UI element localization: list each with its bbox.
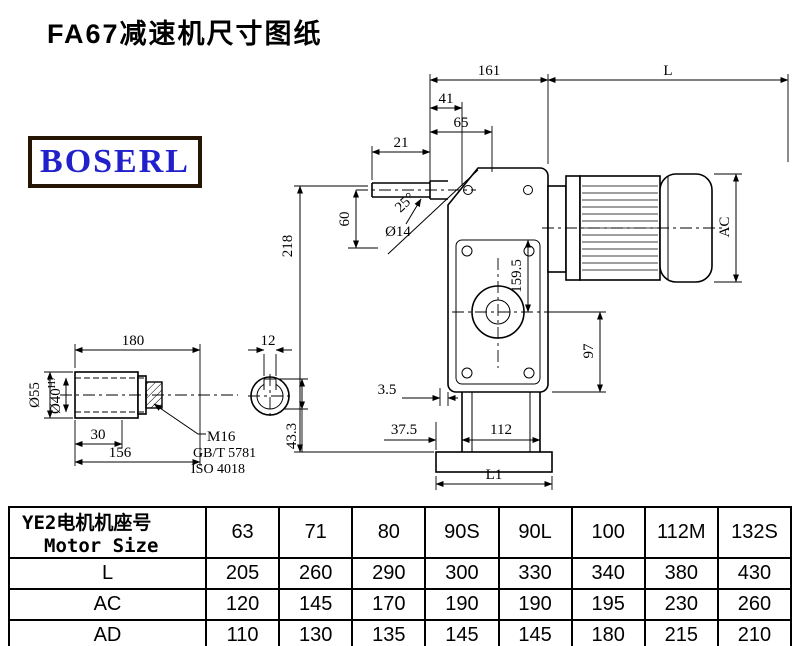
- dim-41-label: 41: [439, 91, 454, 107]
- dimension-drawing: 161 L 41 65 21 60 Ø14: [27, 63, 789, 490]
- dimension-table: YE2电机机座号 Motor Size 63 71 80 90S 90L 100…: [8, 506, 793, 646]
- table-cell: 260: [278, 557, 354, 590]
- table-cell: 260: [716, 588, 793, 621]
- table-cell: 130: [278, 619, 354, 646]
- table-cell: 145: [497, 619, 573, 646]
- dim-30-label: 30: [91, 427, 106, 443]
- table-row-L: L 205 260 290 300 330 340 380 430: [8, 557, 793, 590]
- table-cell: 430: [716, 557, 793, 590]
- table-cell: 110: [204, 619, 281, 646]
- dim-L1-label: L1: [486, 467, 503, 483]
- dim-AC-label: AC: [717, 217, 733, 238]
- row-label-AC: AC: [8, 588, 207, 621]
- shaft-section-view: [248, 374, 292, 418]
- dim-218-label: 218: [280, 235, 296, 258]
- col-header-112M: 112M: [643, 506, 719, 559]
- col-header-71: 71: [278, 506, 354, 559]
- standard-iso-label: ISO 4018: [191, 462, 245, 477]
- col-header-80: 80: [351, 506, 427, 559]
- dim-12-label: 12: [261, 333, 276, 349]
- mounting-foot: [435, 451, 553, 473]
- dim-dia40-label: Ø40H7: [47, 376, 64, 414]
- dim-43-3-label: 43.3: [284, 423, 300, 449]
- dim-60-label: 60: [337, 212, 353, 227]
- col-header-100: 100: [570, 506, 646, 559]
- dim-159-5-label: 159.5: [509, 259, 525, 293]
- table-cell: 210: [716, 619, 793, 646]
- table-cell: 190: [497, 588, 573, 621]
- table-cell: 120: [204, 588, 281, 621]
- table-cell: 380: [643, 557, 719, 590]
- dimensions-detail-view: 180 12 Ø55 Ø40H7 30 156 M16 GB/T 5781: [27, 333, 308, 477]
- boserl-logo: BOSERL: [28, 136, 202, 188]
- motor: [542, 173, 724, 283]
- table-cell: 205: [204, 557, 281, 590]
- dim-112-label: 112: [490, 422, 512, 438]
- table-row-AD: AD 110 130 135 145 145 180 215 210: [8, 619, 793, 646]
- motor-size-label-en: Motor Size: [44, 535, 159, 557]
- table-cell: 230: [643, 588, 719, 621]
- col-header-63: 63: [204, 506, 281, 559]
- row-label-L: L: [8, 557, 207, 590]
- motor-size-label-cn: YE2电机机座号: [22, 512, 152, 534]
- dim-65-label: 65: [454, 115, 469, 131]
- dim-dia55-label: Ø55: [27, 382, 43, 408]
- table-cell: 290: [351, 557, 427, 590]
- dim-180-label: 180: [122, 333, 145, 349]
- dim-dia14-label: Ø14: [385, 224, 411, 240]
- angle-25-label: 25°: [392, 190, 418, 216]
- motor-size-header-cell: YE2电机机座号 Motor Size: [8, 506, 207, 559]
- dim-161-label: 161: [478, 63, 501, 79]
- gearbox-housing: [447, 167, 564, 393]
- table-header-row: YE2电机机座号 Motor Size 63 71 80 90S 90L 100…: [8, 506, 793, 559]
- dim-3-5-label: 3.5: [378, 382, 397, 398]
- table-cell: 340: [570, 557, 646, 590]
- dim-21-label: 21: [394, 135, 409, 151]
- table-cell: 135: [351, 619, 427, 646]
- table-cell: 195: [570, 588, 646, 621]
- table-cell: 330: [497, 557, 573, 590]
- table-row-AC: AC 120 145 170 190 190 195 230 260: [8, 588, 793, 621]
- table-cell: 190: [424, 588, 500, 621]
- row-label-AD: AD: [8, 619, 207, 646]
- dim-L-label: L: [663, 63, 672, 79]
- shaft-side-view: [60, 371, 238, 419]
- col-header-90L: 90L: [497, 506, 573, 559]
- dim-dia40-tolerance: H7: [47, 376, 58, 388]
- page-title: FA67减速机尺寸图纸: [47, 19, 323, 49]
- col-header-132S: 132S: [716, 506, 793, 559]
- table-cell: 180: [570, 619, 646, 646]
- table-cell: 145: [278, 588, 354, 621]
- boserl-logo-text: BOSERL: [40, 143, 190, 180]
- dim-37-5-label: 37.5: [391, 422, 417, 438]
- table-cell: 300: [424, 557, 500, 590]
- table-cell: 215: [643, 619, 719, 646]
- dim-dia40-value: Ø40: [48, 388, 64, 414]
- table-cell: 145: [424, 619, 500, 646]
- thread-label: M16: [207, 429, 236, 445]
- dim-97-label: 97: [581, 343, 597, 359]
- dim-156-label: 156: [109, 445, 132, 461]
- table-cell: 170: [351, 588, 427, 621]
- col-header-90S: 90S: [424, 506, 500, 559]
- standard-gb-label: GB/T 5781: [193, 446, 256, 461]
